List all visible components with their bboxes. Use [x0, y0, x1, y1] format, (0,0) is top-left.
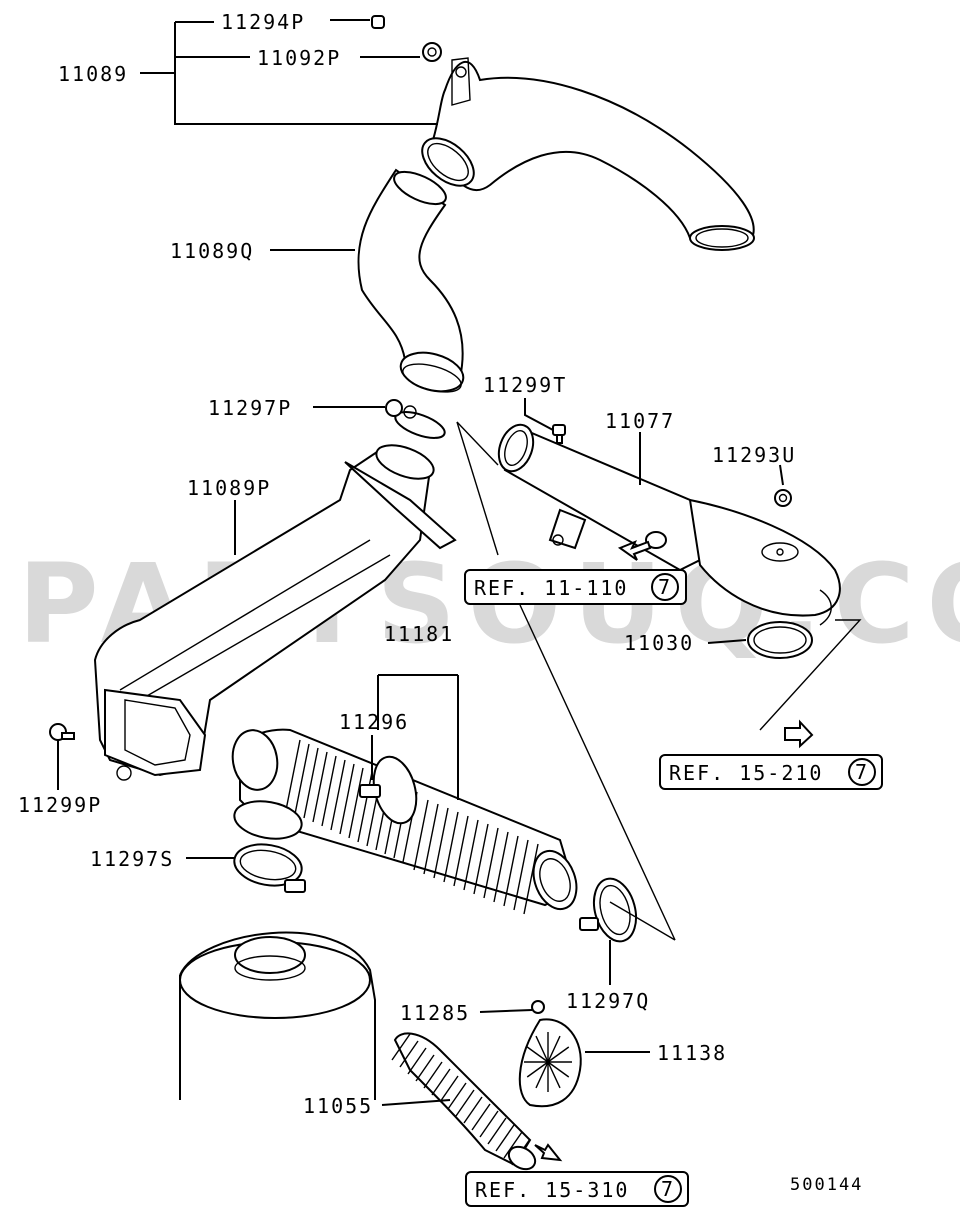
label-11293U[interactable]: 11293U	[712, 443, 796, 467]
label-11089[interactable]: 11089	[58, 62, 128, 86]
nut-11092P[interactable]	[422, 42, 442, 62]
ref-box-15-210[interactable]: REF. 15-210 7	[659, 754, 883, 790]
label-11296[interactable]: 11296	[339, 710, 409, 734]
label-11285[interactable]: 11285	[400, 1001, 470, 1025]
clamp-11296[interactable]	[359, 752, 423, 828]
part-labels: 11294P 11092P 11089 11089Q 11297P 11299T…	[18, 10, 863, 1195]
leader-lines	[57, 19, 862, 1162]
clamp-11297Q[interactable]	[579, 874, 643, 946]
ref-box-15-310[interactable]: REF. 15-310 7	[465, 1171, 689, 1207]
ref-11-110-text: REF. 11-110	[474, 576, 628, 600]
ref-15-210-circle: 7	[855, 760, 869, 784]
ref-15-310-circle: 7	[661, 1177, 675, 1201]
label-11089P[interactable]: 11089P	[187, 476, 271, 500]
label-11181[interactable]: 11181	[384, 622, 454, 646]
bolt-11299T[interactable]	[552, 424, 566, 444]
hose-11089Q[interactable]	[357, 165, 467, 397]
label-11299T[interactable]: 11299T	[483, 373, 567, 397]
intake-pipe-11089[interactable]	[413, 57, 755, 251]
label-11297Q[interactable]: 11297Q	[566, 989, 650, 1013]
label-11294P[interactable]: 11294P	[221, 10, 305, 34]
air-cleaner-housing[interactable]	[179, 931, 376, 1100]
label-11138[interactable]: 11138	[657, 1041, 727, 1065]
label-11299P[interactable]: 11299P	[18, 793, 102, 817]
label-11297S[interactable]: 11297S	[90, 847, 174, 871]
label-11297P[interactable]: 11297P	[208, 396, 292, 420]
label-11077[interactable]: 11077	[605, 409, 675, 433]
label-11055[interactable]: 11055	[303, 1094, 373, 1118]
clamp-11297P[interactable]	[385, 399, 448, 443]
bolt-11294P[interactable]	[371, 15, 385, 29]
diagram-id: 500144	[790, 1175, 863, 1195]
label-11030[interactable]: 11030	[624, 631, 694, 655]
ref-box-11-110[interactable]: REF. 11-110 7	[464, 569, 687, 605]
nut-11293U[interactable]	[774, 489, 792, 507]
screw-11299P[interactable]	[49, 723, 75, 741]
label-11089Q[interactable]: 11089Q	[170, 239, 254, 263]
hose-11055[interactable]	[391, 1032, 539, 1173]
resonator-11077[interactable]	[493, 420, 712, 572]
gasket-11030[interactable]	[747, 621, 813, 659]
cover-11138[interactable]	[518, 1018, 582, 1108]
ref-11-110-circle: 7	[658, 575, 672, 599]
ref-15-210-text: REF. 15-210	[669, 761, 823, 785]
ref-15-310-text: REF. 15-310	[475, 1178, 629, 1202]
clamp-11297S[interactable]	[231, 839, 306, 893]
label-11092P[interactable]: 11092P	[257, 46, 341, 70]
resonator-plate[interactable]	[688, 498, 841, 626]
air-duct-11089P[interactable]	[93, 439, 457, 781]
clip-11285[interactable]	[531, 1000, 545, 1014]
